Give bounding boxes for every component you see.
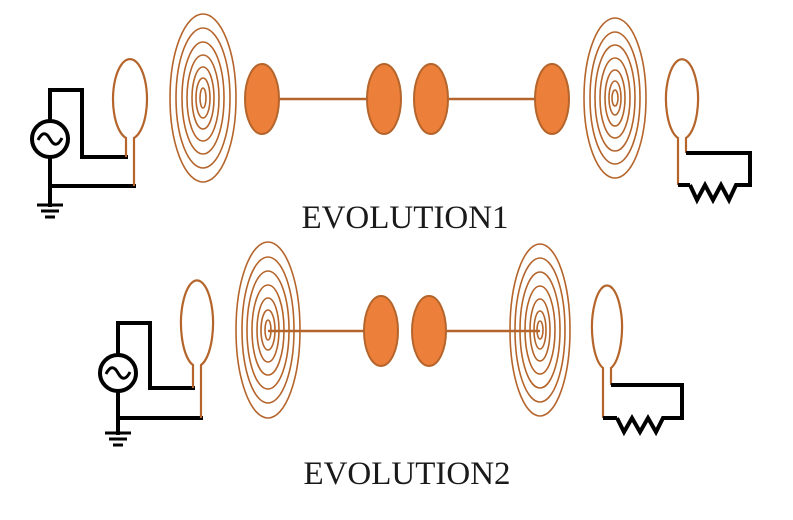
evolution2-resonators	[268, 295, 540, 367]
evolution2-source-circuit	[116, 321, 203, 435]
evolution2-rx-spiral	[509, 243, 571, 417]
ac-source-icon	[30, 119, 70, 159]
evolution2-pickup-loop	[590, 284, 624, 418]
ground-icon	[37, 203, 63, 219]
evolution1-pickup-loop	[664, 58, 700, 185]
ground-icon	[105, 431, 131, 447]
evolution1-resonators	[244, 63, 570, 135]
evolution1-source-circuit	[48, 88, 136, 207]
evolution1-load-circuit	[678, 151, 752, 187]
evolution1-drive-loop	[111, 58, 149, 186]
evolution2-drive-loop	[179, 279, 215, 418]
evolution1-system: EVOLUTION1	[30, 13, 752, 236]
evolution2-system: EVOLUTION2	[98, 241, 684, 492]
resistor-icon	[615, 413, 668, 437]
ac-source-icon	[98, 353, 138, 393]
evolution1-tx-spiral	[169, 13, 237, 183]
evolution2-caption: EVOLUTION2	[303, 456, 510, 492]
evolution1-caption: EVOLUTION1	[301, 200, 508, 236]
resistor-icon	[688, 180, 740, 205]
evolution2-load-circuit	[603, 383, 684, 420]
evolution1-rx-spiral	[583, 17, 647, 179]
